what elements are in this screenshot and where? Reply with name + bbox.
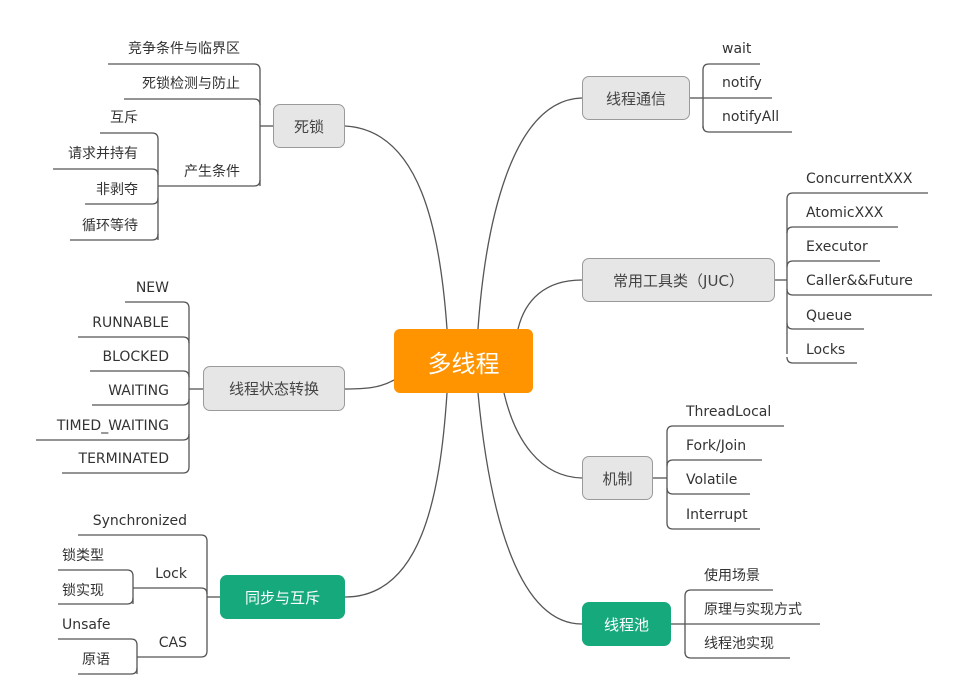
- leaf-wait[interactable]: wait: [722, 41, 752, 57]
- leaf-hold-and-wait[interactable]: 请求并持有: [68, 146, 138, 162]
- leaf-caller-future[interactable]: Caller&&Future: [806, 273, 913, 289]
- node-mechanism-label: 机制: [602, 469, 633, 488]
- leaf-lock-types[interactable]: 锁类型: [62, 548, 104, 564]
- node-sync[interactable]: 同步与互斥: [220, 575, 345, 619]
- connector-deadlock: [344, 125, 448, 330]
- leaf-race-condition[interactable]: 竞争条件与临界区: [128, 41, 240, 57]
- leaf-volatile[interactable]: Volatile: [686, 472, 738, 488]
- leaf-lock[interactable]: Lock: [155, 566, 187, 582]
- leaf-threadlocal[interactable]: ThreadLocal: [686, 404, 772, 420]
- leaf-principle[interactable]: 原理与实现方式: [704, 602, 802, 618]
- leaf-state-blocked[interactable]: BLOCKED: [102, 349, 169, 365]
- leaf-concurrent[interactable]: ConcurrentXXX: [806, 171, 913, 187]
- center-label: 多线程: [427, 349, 500, 378]
- leaf-primitive[interactable]: 原语: [82, 652, 110, 668]
- leaf-interrupt[interactable]: Interrupt: [686, 507, 748, 523]
- leaf-use-cases[interactable]: 使用场景: [704, 568, 760, 584]
- connector-sync: [344, 392, 448, 598]
- leaf-state-timed-waiting[interactable]: TIMED_WAITING: [56, 418, 169, 434]
- leaf-mutex[interactable]: 互斥: [110, 110, 138, 126]
- leaf-lock-impl[interactable]: 锁实现: [62, 583, 104, 599]
- node-thread-pool[interactable]: 线程池: [582, 602, 671, 646]
- connector-juc: [517, 279, 583, 330]
- leaf-no-preemption[interactable]: 非剥夺: [96, 182, 138, 198]
- leaf-state-new[interactable]: NEW: [135, 280, 169, 296]
- leaf-queue[interactable]: Queue: [806, 308, 852, 324]
- node-thread-state-label: 线程状态转换: [228, 380, 319, 398]
- connector-pool: [477, 392, 583, 625]
- leaf-deadlock-detection[interactable]: 死锁检测与防止: [142, 76, 240, 92]
- leaf-locks[interactable]: Locks: [806, 342, 846, 358]
- node-thread-comm-label: 线程通信: [605, 89, 666, 108]
- node-deadlock-label: 死锁: [293, 117, 324, 136]
- node-juc-label: 常用工具类（JUC）: [613, 271, 744, 290]
- leaf-fork-join[interactable]: Fork/Join: [686, 438, 747, 454]
- leaf-state-terminated[interactable]: TERMINATED: [78, 451, 169, 467]
- node-mechanism[interactable]: 机制: [582, 456, 653, 500]
- leaf-circular-wait[interactable]: 循环等待: [82, 218, 138, 234]
- node-thread-pool-label: 线程池: [603, 615, 649, 634]
- node-sync-label: 同步与互斥: [244, 588, 320, 607]
- leaf-notify[interactable]: notify: [722, 75, 762, 91]
- node-deadlock[interactable]: 死锁: [273, 104, 345, 148]
- node-juc[interactable]: 常用工具类（JUC）: [582, 258, 775, 302]
- leaf-state-runnable[interactable]: RUNNABLE: [92, 315, 169, 331]
- connector-mech: [503, 392, 583, 479]
- node-thread-state[interactable]: 线程状态转换: [203, 366, 345, 411]
- leaf-pool-impl[interactable]: 线程池实现: [704, 636, 774, 652]
- leaf-atomic[interactable]: AtomicXXX: [806, 205, 884, 221]
- leaf-unsafe[interactable]: Unsafe: [62, 617, 111, 633]
- center-node[interactable]: 多线程: [394, 329, 533, 393]
- leaf-conditions[interactable]: 产生条件: [184, 164, 240, 180]
- leaf-executor[interactable]: Executor: [806, 239, 868, 255]
- leaf-state-waiting[interactable]: WAITING: [108, 383, 169, 399]
- leaf-cas[interactable]: CAS: [158, 635, 187, 651]
- node-thread-comm[interactable]: 线程通信: [582, 76, 690, 120]
- connector-state: [344, 379, 395, 390]
- leaf-notify-all[interactable]: notifyAll: [722, 109, 780, 125]
- connector-comm: [477, 97, 583, 330]
- leaf-synchronized[interactable]: Synchronized: [92, 513, 187, 529]
